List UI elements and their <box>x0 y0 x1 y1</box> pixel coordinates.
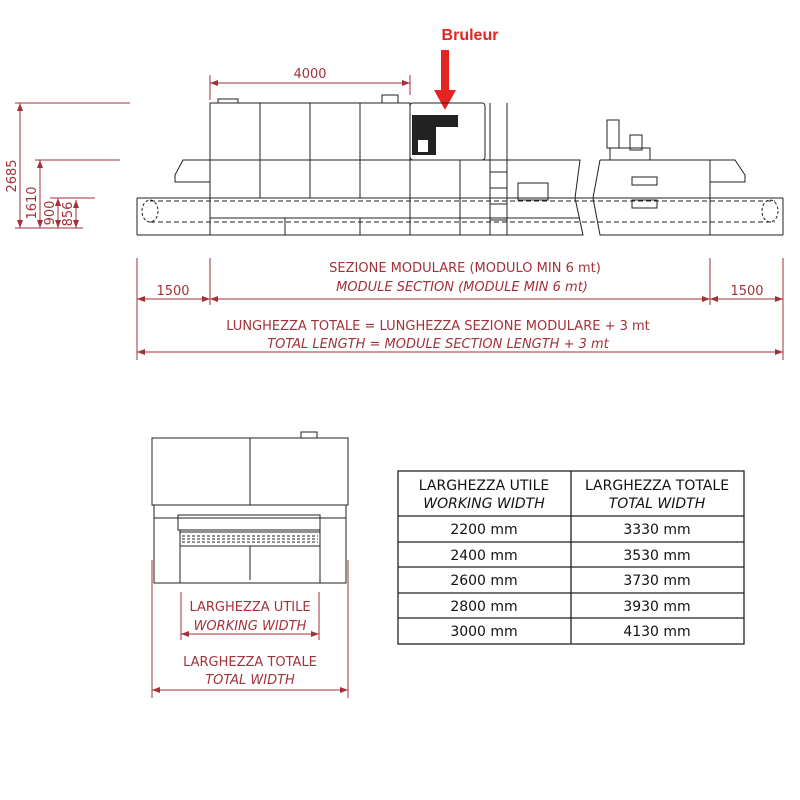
module-section-en: MODULE SECTION (MODULE MIN 6 mt) <box>336 280 588 295</box>
dim-right-1500: 1500 <box>730 284 763 299</box>
total-length-en: TOTAL LENGTH = MODULE SECTION LENGTH + 3… <box>267 337 609 352</box>
side-view-machine <box>136 94 784 236</box>
table-cell: 2400 mm <box>450 548 517 564</box>
table-cell: 2600 mm <box>450 573 517 589</box>
burner-label: Bruleur <box>442 27 499 44</box>
header-working-it: LARGHEZZA UTILE <box>419 478 549 494</box>
header-working-en: WORKING WIDTH <box>423 496 545 512</box>
table-cell: 3000 mm <box>450 624 517 640</box>
height-1610: 1610 <box>25 186 40 219</box>
working-width-it: LARGHEZZA UTILE <box>189 600 310 615</box>
header-total-en: TOTAL WIDTH <box>609 496 706 512</box>
working-width-en: WORKING WIDTH <box>194 619 307 634</box>
width-table: LARGHEZZA UTILE WORKING WIDTH LARGHEZZA … <box>397 470 745 645</box>
table-cell: 2200 mm <box>450 522 517 538</box>
module-section-it: SEZIONE MODULARE (MODULO MIN 6 mt) <box>329 261 601 276</box>
dim-4000: 4000 <box>293 67 326 82</box>
total-width-it: LARGHEZZA TOTALE <box>183 655 317 670</box>
table-cell: 3930 mm <box>623 599 690 615</box>
total-length-it: LUNGHEZZA TOTALE = LUNGHEZZA SEZIONE MOD… <box>226 319 650 334</box>
front-view-dimensions: LARGHEZZA UTILE WORKING WIDTH LARGHEZZA … <box>151 560 349 698</box>
table-cell: 2800 mm <box>450 599 517 615</box>
height-2685: 2685 <box>5 159 20 192</box>
height-856: 856 <box>61 202 76 227</box>
burner-arrow-icon <box>434 50 456 110</box>
total-width-en: TOTAL WIDTH <box>205 673 295 688</box>
height-900: 900 <box>43 201 58 226</box>
front-view-machine <box>151 431 349 584</box>
table-cell: 3730 mm <box>623 573 690 589</box>
table-cell: 3530 mm <box>623 548 690 564</box>
table-cell: 3330 mm <box>623 522 690 538</box>
side-view-dimensions: 4000 2685 1610 900 856 1500 1500 SEZIONE… <box>5 67 784 360</box>
table-cell: 4130 mm <box>623 624 690 640</box>
header-total-it: LARGHEZZA TOTALE <box>585 478 729 494</box>
dim-left-1500: 1500 <box>156 284 189 299</box>
